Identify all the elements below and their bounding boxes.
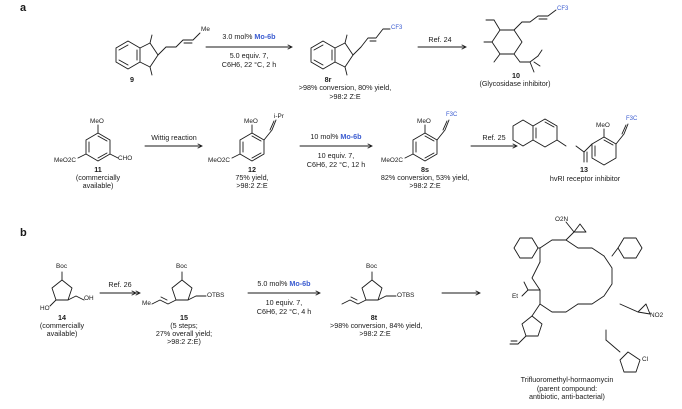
compound-12-label: 12 xyxy=(248,165,256,174)
structure-8r xyxy=(310,28,391,76)
step2-reagent: 10 equiv. 7, xyxy=(317,151,355,160)
panel-label-b: b xyxy=(20,227,27,239)
structure-hormaomycin xyxy=(509,221,651,373)
c8s-meo-label: MeO xyxy=(417,118,431,125)
ref24-label: Ref. 24 xyxy=(428,35,452,44)
c15-desc3: >98:2 Z:E) xyxy=(167,337,201,346)
c15-boc-label: Boc xyxy=(176,263,188,270)
c10-cf3-label: CF3 xyxy=(557,6,569,12)
c12-meo-label: MeO xyxy=(244,118,258,125)
c8t-otbs-label: OTBS xyxy=(397,292,415,299)
c8s-ze: >98:2 Z:E xyxy=(409,181,441,190)
c13-f3c-label: F3C xyxy=(626,116,638,122)
c12-yield: 75% yield, xyxy=(235,173,269,182)
target-desc2: antibiotic, anti-bacterial) xyxy=(529,392,605,401)
c8s-f3c-label: F3C xyxy=(446,112,458,118)
c8t-boc-label: Boc xyxy=(366,263,378,270)
c12-ze: >98:2 Z:E xyxy=(236,181,268,190)
target-desc1: (parent compound: xyxy=(536,384,598,393)
target-no2-label: NO2 xyxy=(650,312,664,319)
c15-desc1: (5 steps; xyxy=(170,321,198,330)
compound-8t-label: 8t xyxy=(370,313,378,322)
panel-label-a: a xyxy=(20,2,27,14)
wittig-label: Wittig reaction xyxy=(151,133,197,142)
c9-me-label: Me xyxy=(201,26,210,33)
structure-11 xyxy=(77,124,119,162)
step1-catalyst: 3.0 mol% Mo-6b xyxy=(222,32,276,41)
c10-description: (Glycosidase inhibitor) xyxy=(479,79,551,88)
step2-catalyst: 10 mol% Mo-6b xyxy=(310,132,362,141)
step3-reagent: 10 equiv. 7, xyxy=(265,298,303,307)
c11-desc1: (commercially xyxy=(75,173,121,182)
c13-description: hvRI receptor inhibitor xyxy=(549,174,621,183)
structure-8t xyxy=(341,271,397,305)
c8s-meo2c-label: MeO2C xyxy=(381,157,404,164)
step2-conditions: C6H6, 22 °C, 12 h xyxy=(306,160,366,169)
target-et-label: Et xyxy=(512,293,519,300)
c14-boc-label: Boc xyxy=(56,263,68,270)
structure-9 xyxy=(115,32,201,76)
c11-meo-label: MeO xyxy=(90,118,104,125)
ref26-label: Ref. 26 xyxy=(108,280,132,289)
step3-conditions: C6H6, 22 °C, 4 h xyxy=(256,307,312,316)
compound-9-label: 9 xyxy=(130,75,134,84)
c14-oh-label: OH xyxy=(84,295,94,302)
c12-meo2c-label: MeO2C xyxy=(208,157,231,164)
compound-11-label: 11 xyxy=(94,165,102,174)
c8t-ze: >98:2 Z:E xyxy=(359,329,391,338)
c8r-result2: >98:2 Z:E xyxy=(329,92,361,101)
compound-15-label: 15 xyxy=(180,313,188,322)
step1-conditions: C6H6, 22 °C, 2 h xyxy=(221,60,277,69)
compound-14-label: 14 xyxy=(58,313,66,322)
compound-8s-label: 8s xyxy=(421,165,429,174)
ref25-label: Ref. 25 xyxy=(482,133,506,142)
c11-desc2: available) xyxy=(82,181,114,190)
structure-14 xyxy=(49,271,85,307)
c11-meo2c-label: MeO2C xyxy=(54,157,77,164)
structure-15 xyxy=(151,271,207,305)
structure-10 xyxy=(483,9,557,73)
target-cl-label: Cl xyxy=(642,356,649,363)
c8r-cf3-label: CF3 xyxy=(391,25,403,31)
c12-ipr-label: i-Pr xyxy=(274,113,284,120)
structure-13 xyxy=(512,118,629,166)
c15-otbs-label: OTBS xyxy=(207,292,225,299)
target-o2n-label: O2N xyxy=(555,216,569,223)
c15-me-label: Me xyxy=(142,300,151,307)
compound-13-label: 13 xyxy=(580,165,588,174)
structure-8s xyxy=(404,119,450,162)
step3-catalyst: 5.0 mol% Mo-6b xyxy=(257,279,311,288)
c11-cho-label: CHO xyxy=(118,155,133,162)
step1-reagent: 5.0 equiv. 7, xyxy=(229,51,269,60)
c8t-result: >98% conversion, 84% yield, xyxy=(330,321,423,330)
c8s-result: 82% conversion, 53% yield, xyxy=(380,173,470,182)
c8r-result1: >98% conversion, 80% yield, xyxy=(298,83,392,92)
c14-desc2: available) xyxy=(46,329,78,338)
c14-desc1: (commercially xyxy=(39,321,85,330)
structure-12 xyxy=(231,119,277,162)
c14-ho-label: HO xyxy=(40,305,50,312)
compound-10-label: 10 xyxy=(512,71,520,80)
target-name: Trifluoromethyl-hormaomycin xyxy=(520,375,614,384)
c15-desc2: 27% overall yield; xyxy=(155,329,213,338)
compound-8r-label: 8r xyxy=(324,75,332,84)
c13-meo-label: MeO xyxy=(596,122,610,129)
